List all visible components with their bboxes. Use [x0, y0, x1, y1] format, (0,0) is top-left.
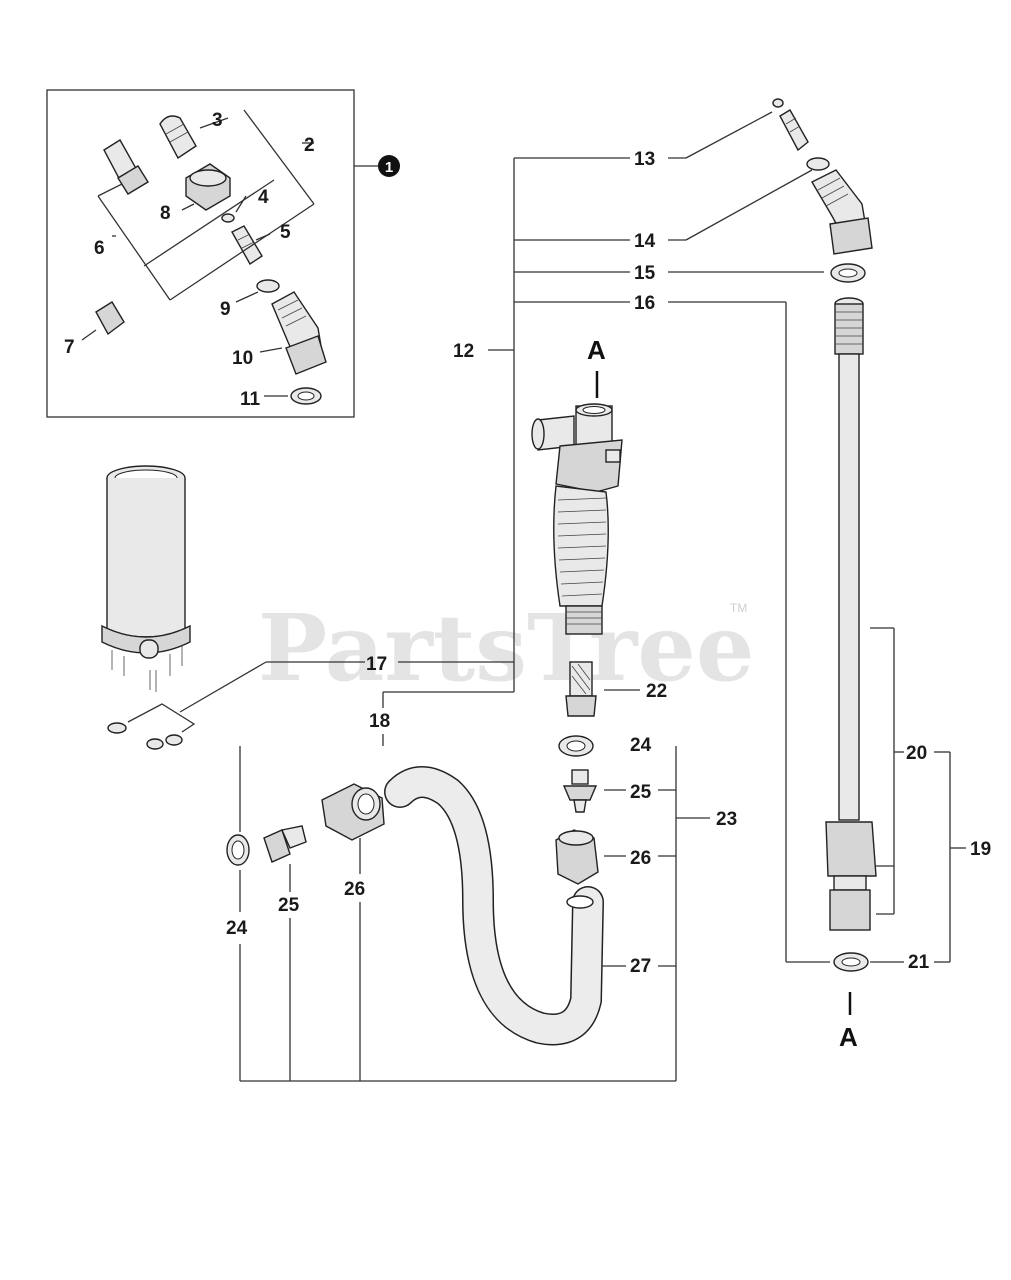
part-25-hose-barb-center [562, 769, 598, 813]
part-12-pump-housing [531, 403, 623, 635]
part-9-washer [256, 279, 280, 293]
label-21: 21 [908, 952, 930, 973]
part-25-hose-barb-left [263, 825, 307, 863]
part-8-nut [185, 163, 231, 211]
part-26-nut-left [321, 783, 385, 841]
section-marker-a-bottom: A [839, 1022, 858, 1052]
label-20: 20 [906, 743, 927, 764]
label-12: 12 [453, 341, 474, 362]
part-4-o-ring [221, 213, 235, 223]
label-25-center: 25 [630, 782, 652, 803]
label-6: 6 [94, 238, 105, 259]
part-13-swivel [779, 109, 809, 152]
part-7-nozzle [95, 301, 125, 336]
part-17-tank-filter [101, 465, 191, 692]
label-9: 9 [220, 299, 231, 320]
part-17-o-ring-b [146, 738, 164, 750]
label-5: 5 [280, 222, 291, 243]
label-27: 27 [630, 956, 651, 977]
part-6-nozzle-tube [103, 139, 149, 195]
section-marker-a-top: A [587, 335, 606, 365]
label-16: 16 [634, 293, 655, 314]
label-19: 19 [970, 839, 991, 860]
label-13: 13 [634, 149, 655, 170]
part-26-nut-center [555, 829, 599, 885]
label-14: 14 [634, 231, 656, 252]
label-3: 3 [212, 110, 223, 131]
kit-marker-number: 1 [385, 159, 393, 176]
watermark: PartsTree [258, 594, 754, 702]
label-26-center: 26 [630, 848, 651, 869]
part-10-elbow [271, 291, 327, 375]
label-24-center: 24 [630, 735, 652, 756]
label-18: 18 [369, 711, 390, 732]
label-15: 15 [634, 263, 656, 284]
label-2: 2 [304, 135, 315, 156]
kit-inset-box [46, 89, 355, 418]
part-13-o-ring [772, 98, 784, 108]
label-26-left: 26 [344, 879, 365, 900]
part-17-o-ring-c [165, 734, 183, 746]
label-11: 11 [240, 389, 261, 410]
part-5-swivel [231, 225, 263, 266]
part-27-hose [384, 766, 604, 1046]
label-22: 22 [646, 681, 667, 702]
label-25-left: 25 [278, 895, 300, 916]
kit-marker-circle [378, 155, 400, 177]
part-14-elbow [811, 169, 873, 255]
label-17: 17 [366, 654, 387, 675]
label-8: 8 [160, 203, 171, 224]
label-24-left: 24 [226, 918, 248, 939]
part-3-nozzle-tip [159, 115, 197, 160]
label-4: 4 [258, 187, 269, 208]
part-20-wand [825, 297, 877, 931]
part-22-filter-screen [565, 661, 597, 717]
label-23: 23 [716, 809, 737, 830]
label-10: 10 [232, 348, 253, 369]
watermark-trademark: TM [730, 601, 747, 615]
part-17-o-ring-a [107, 722, 127, 734]
label-7: 7 [64, 337, 75, 358]
part-14-washer [806, 157, 830, 171]
